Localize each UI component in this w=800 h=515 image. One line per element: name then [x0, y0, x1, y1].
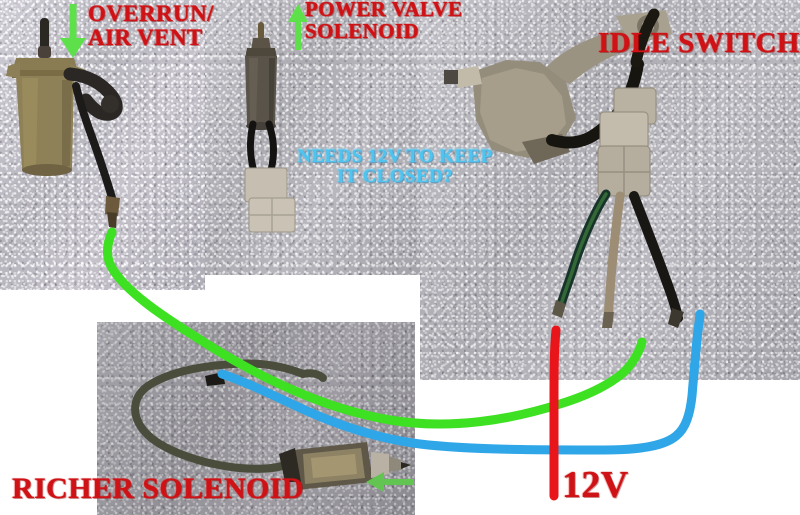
idle-switch-artwork [444, 8, 684, 328]
label-idle-switch: IDLE SWITCH [598, 27, 800, 59]
power-valve-solenoid-artwork [244, 22, 296, 233]
label-power-valve-solenoid: POWER VALVE SOLENOID [305, 0, 463, 43]
overrun-air-vent-photo [0, 0, 205, 290]
label-overrun-air-vent: OVERRUN/ AIR VENT [88, 1, 214, 50]
panel-background-texture [0, 0, 205, 290]
label-12v: 12V [562, 464, 629, 506]
label-richer-solenoid: RICHER SOLENOID [12, 472, 304, 505]
label-needs-12v-to-keep-it-closed: NEEDS 12V TO KEEP IT CLOSED? [297, 146, 493, 187]
overrun-solenoid-artwork [6, 18, 123, 228]
